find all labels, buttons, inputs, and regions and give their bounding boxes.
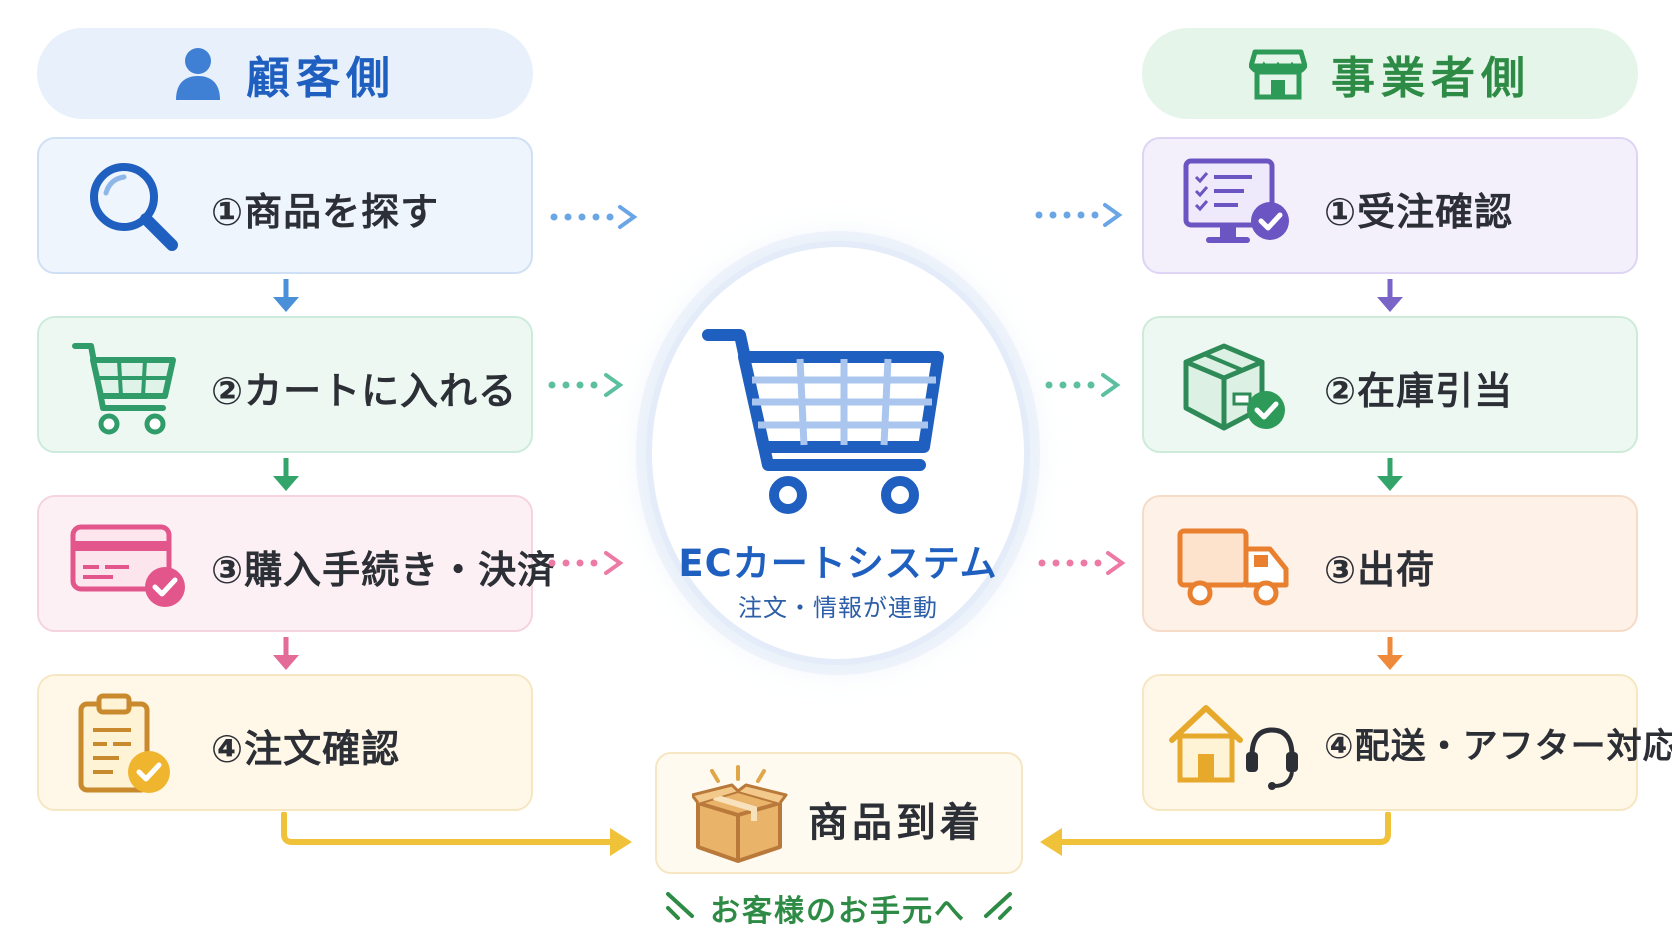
customer-header: 顧客側 [37,28,533,119]
store-icon [1249,49,1307,99]
business-header-title: 事業者側 [1331,52,1531,104]
dotted-arrow-business-2 [1045,373,1121,397]
arrow-down-orange [1377,637,1403,670]
ec-cart-system-circle [646,241,1030,665]
arrow-down-blue [273,279,299,312]
customer-step-2: ②カートに入れる [37,316,533,453]
customer-step-1: ①商品を探す [37,137,533,274]
business-step-1-label: ①受注確認 [1324,190,1514,234]
search-icon [90,163,178,251]
box-check-icon [1183,343,1285,431]
arrival-label: 商品到着 [808,800,984,846]
customer-step-2-label: ②カートに入れる [211,369,518,413]
ec-cart-system-title: ECカートシステム [678,542,998,585]
customer-step-3: ③購入手続き・決済 [37,495,555,632]
ec-cart-system-subtitle: 注文・情報が連動 [738,594,938,622]
dotted-arrow-business-1 [1035,203,1123,227]
business-step-1: ①受注確認 [1142,137,1638,274]
business-step-2-label: ②在庫引当 [1324,369,1514,413]
customer-step-4: ④注文確認 [37,674,533,811]
dotted-arrow-customer-3 [548,551,624,575]
shopping-cart-icon [702,329,944,514]
sparkle-left-icon [666,892,694,920]
customer-step-1-label: ①商品を探す [211,190,440,234]
arrow-down-pink [273,637,299,670]
customer-step-3-label: ③購入手続き・決済 [211,548,557,592]
dotted-arrow-business-3 [1038,551,1126,575]
customer-step-4-label: ④注文確認 [211,727,401,771]
credit-card-check-icon [70,524,185,607]
monitor-checklist-icon [1183,158,1289,243]
truck-icon [1177,528,1289,606]
package-icon [692,765,788,863]
arrival-caption: お客様のお手元へ [710,894,966,929]
business-step-4-label: ④配送・アフター対応 [1324,727,1672,767]
dotted-arrow-customer-2 [548,373,624,397]
arrow-down-green [273,458,299,491]
arrow-down-purple [1377,279,1403,312]
user-icon [176,47,220,100]
connector-business-to-arrival [1040,812,1391,856]
customer-header-title: 顧客側 [246,52,396,104]
cart-icon [72,343,176,435]
clipboard-check-icon [78,693,170,793]
dotted-arrow-customer-1 [550,205,638,229]
house-headset-icon [1169,705,1298,790]
sparkle-right-icon [984,892,1012,920]
business-header: 事業者側 [1142,28,1638,119]
arrow-down-green-right [1377,458,1403,491]
business-step-4: ④配送・アフター対応 [1142,674,1672,811]
business-step-3: ③出荷 [1142,495,1638,632]
business-step-2: ②在庫引当 [1142,316,1638,453]
business-step-3-label: ③出荷 [1324,548,1436,592]
connector-customer-to-arrival [281,812,632,856]
